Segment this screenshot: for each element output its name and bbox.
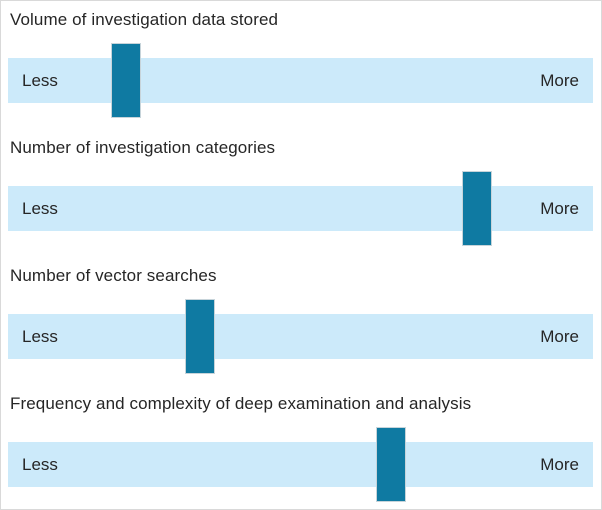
slider-min-label: Less: [22, 199, 58, 218]
slider-thumb[interactable]: [462, 171, 492, 246]
slider-control[interactable]: Less More: [1, 292, 601, 387]
slider-group-2: Number of investigation categories Less …: [1, 137, 601, 265]
slider-group-1: Volume of investigation data stored Less…: [1, 9, 601, 137]
slider-control[interactable]: Less More: [1, 164, 601, 259]
slider-max-label: More: [540, 455, 579, 474]
slider-track[interactable]: Less More: [8, 186, 593, 231]
slider-track[interactable]: Less More: [8, 442, 593, 487]
slider-title: Frequency and complexity of deep examina…: [10, 394, 472, 413]
slider-control[interactable]: Less More: [1, 36, 601, 131]
slider-max-label: More: [540, 71, 579, 90]
slider-group-4: Frequency and complexity of deep examina…: [1, 393, 601, 509]
slider-max-label: More: [540, 327, 579, 346]
slider-min-label: Less: [22, 455, 58, 474]
slider-min-label: Less: [22, 71, 58, 90]
slider-control[interactable]: Less More: [1, 420, 601, 509]
slider-min-label: Less: [22, 327, 58, 346]
slider-title: Number of vector searches: [10, 266, 217, 285]
slider-title: Number of investigation categories: [10, 138, 276, 157]
slider-thumb[interactable]: [376, 427, 406, 502]
slider-track[interactable]: Less More: [8, 314, 593, 359]
slider-thumb[interactable]: [111, 43, 141, 118]
slider-group-3: Number of vector searches Less More: [1, 265, 601, 393]
slider-thumb[interactable]: [185, 299, 215, 374]
slider-max-label: More: [540, 199, 579, 218]
slider-title: Volume of investigation data stored: [10, 10, 279, 29]
slider-track[interactable]: Less More: [8, 58, 593, 103]
